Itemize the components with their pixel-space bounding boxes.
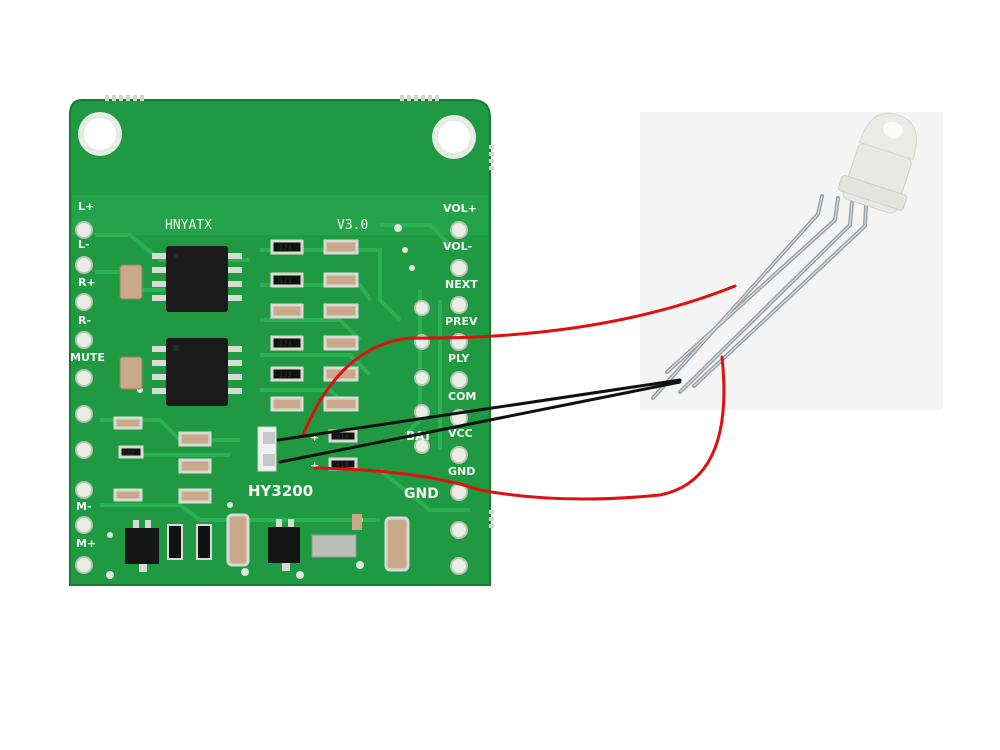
wire-red-top	[301, 284, 737, 437]
resistor-code-5: 222	[122, 449, 135, 457]
pin-label-next: NEXT	[445, 278, 478, 291]
pad-plus-bottom: +	[310, 459, 319, 472]
pin-label-m-plus: M+	[76, 537, 96, 550]
wire-black-1	[276, 378, 682, 442]
resistor-code-2: 123	[279, 277, 292, 285]
bottom-components	[125, 513, 410, 572]
inner-pad-column	[414, 300, 430, 454]
pin-label-l-minus: L-	[78, 238, 90, 251]
resistor-bank: 123 123 123 123 222 010 010	[113, 239, 359, 504]
led-pads: + +	[257, 426, 319, 472]
rgb-led	[651, 112, 917, 400]
pin-label-vol-plus: VOL+	[443, 202, 477, 215]
pin-label-gnd: GND	[448, 465, 475, 478]
pin-label-com: COM	[448, 390, 476, 403]
wires	[276, 284, 737, 501]
right-pin-holes	[450, 221, 468, 575]
pin-label-vcc: VCC	[448, 427, 473, 440]
board-brand: HNYATX	[165, 218, 212, 233]
top-band	[72, 195, 488, 235]
board-version: V3.0	[337, 218, 368, 233]
ic-chip-bottom	[152, 338, 242, 406]
wire-black-2	[278, 380, 682, 464]
pin-label-vol-minus: VOL-	[443, 240, 472, 253]
pin-label-r-plus: R+	[78, 276, 96, 289]
led-body	[838, 112, 917, 214]
pad-plus-top: +	[310, 431, 319, 444]
left-capacitors	[119, 264, 143, 390]
resistor-code-3: 123	[279, 340, 292, 348]
vias	[106, 224, 415, 579]
mounting-hole-left	[78, 112, 122, 156]
ground-label: GND	[404, 486, 439, 502]
pin-label-m-minus: M-	[76, 500, 92, 513]
pcb-board: 123 123 123 123 222 010 010 + +	[69, 95, 494, 586]
wire-red-bottom	[313, 355, 726, 501]
resistor-code-4: 123	[279, 371, 292, 379]
resistor-code-1: 123	[279, 244, 292, 252]
top-castellations	[105, 95, 494, 528]
pin-label-prev: PREV	[445, 315, 478, 328]
ic-chip-top	[152, 246, 242, 312]
mounting-hole-right	[432, 115, 476, 159]
pin-label-l-plus: L+	[78, 200, 94, 213]
pin-label-ply: PLY	[448, 352, 470, 365]
resistor-code-6: 010	[336, 433, 349, 441]
pin-label-mute: MUTE	[70, 351, 105, 364]
left-pin-holes	[75, 221, 93, 574]
resistor-code-7: 010	[336, 461, 349, 469]
chip-label: HY3200	[248, 482, 313, 500]
pin-label-r-minus: R-	[78, 314, 91, 327]
